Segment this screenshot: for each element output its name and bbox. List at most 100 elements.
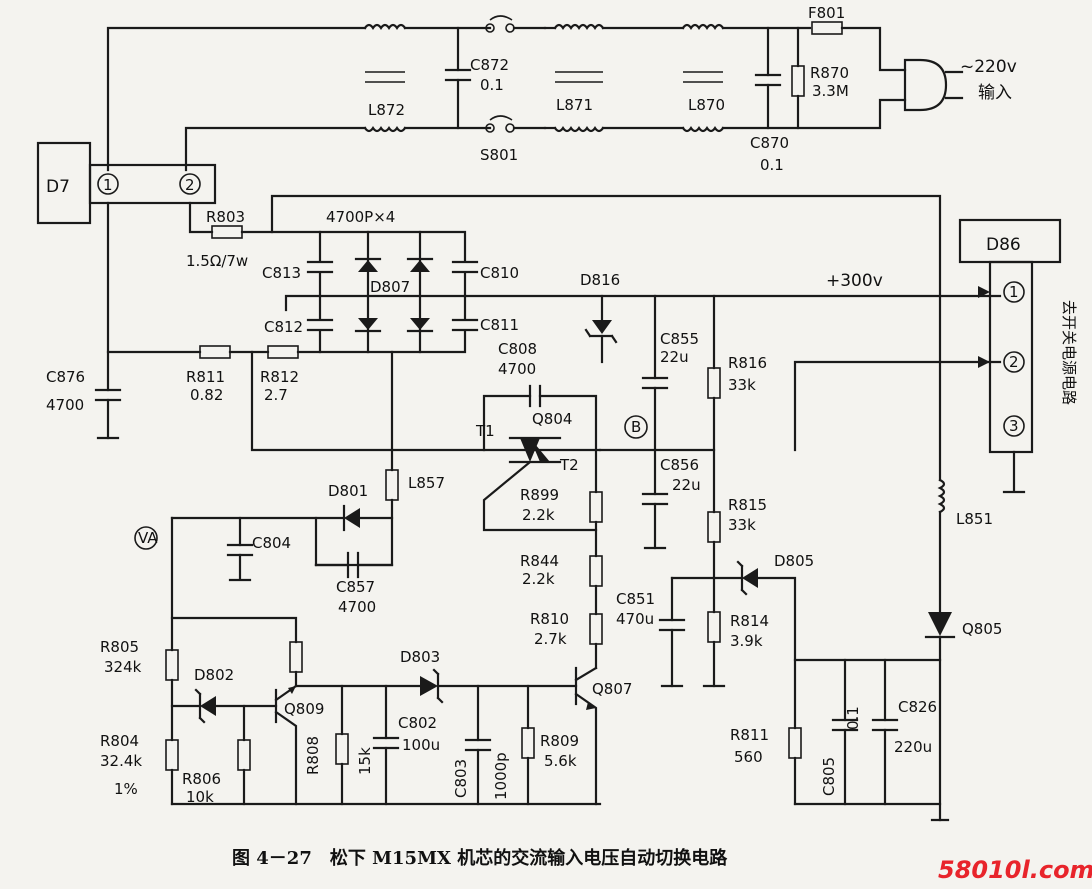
label-r814-value: 3.9k (730, 632, 763, 650)
label-r811b-value: 560 (734, 748, 763, 766)
d86-pin1: 1 (1009, 283, 1019, 301)
label-r805-value: 324k (104, 658, 142, 676)
label-q805: Q805 (962, 620, 1002, 638)
label-bridge-caps: 4700P×4 (326, 208, 395, 226)
label-r808: R808 (304, 736, 322, 775)
d86-pin2: 2 (1009, 353, 1019, 371)
label-d801: D801 (328, 482, 368, 500)
label-r815: R815 (728, 496, 767, 514)
label-l870: L870 (688, 96, 725, 114)
label-c804: C804 (252, 534, 291, 552)
d7-label: D7 (46, 177, 70, 197)
label-r812: R812 (260, 368, 299, 386)
label-r809-value: 5.6k (544, 752, 577, 770)
label-c803-value: 1000p (492, 752, 510, 800)
label-q807: Q807 (592, 680, 632, 698)
label-d803: D803 (400, 648, 440, 666)
label-c857-value: 4700 (338, 598, 376, 616)
fuse-f801 (811, 21, 843, 35)
label-r804-value: 32.4k (100, 752, 142, 770)
ac-plug-icon (903, 58, 948, 112)
label-l871: L871 (556, 96, 593, 114)
label-r803: R803 (206, 208, 245, 226)
ac-input-label: 输入 (978, 83, 1012, 103)
label-c872: C872 (470, 56, 509, 74)
bridge-rectifier (284, 230, 479, 354)
figure-caption: 图 4－27 松下 M15MX 机芯的交流输入电压自动切换电路 (232, 847, 728, 869)
label-s801: S801 (480, 146, 518, 164)
label-r804-tolerance: 1% (114, 780, 138, 798)
d7-pin2: 2 (185, 176, 195, 194)
label-l857: L857 (408, 474, 445, 492)
label-c851: C851 (616, 590, 655, 608)
label-r810-value: 2.7k (534, 630, 567, 648)
component-labels: F801 R870 3.3M C870 0.1 L870 L871 L872 C… (46, 4, 1078, 806)
d86-side-label: 去开关电源电路 (1060, 300, 1078, 405)
label-f801: F801 (808, 4, 845, 22)
label-c811: C811 (480, 316, 519, 334)
label-r811b: R811 (730, 726, 769, 744)
label-r804: R804 (100, 732, 139, 750)
label-c803: C803 (452, 759, 470, 798)
label-r809: R809 (540, 732, 579, 750)
label-r811a-value: 0.82 (190, 386, 223, 404)
label-c870: C870 (750, 134, 789, 152)
d86-label: D86 (986, 235, 1021, 255)
d86-pin3: 3 (1009, 417, 1019, 435)
rail-label: +300v (826, 271, 883, 291)
d7-block (36, 141, 217, 225)
label-c805: C805 (820, 757, 838, 796)
label-r808-value: 15k (356, 747, 374, 775)
label-r810: R810 (530, 610, 569, 628)
label-c826: C826 (898, 698, 937, 716)
input-filter-section (106, 15, 964, 172)
label-r870-value: 3.3M (812, 82, 849, 100)
label-q804: Q804 (532, 410, 572, 428)
label-c876-value: 4700 (46, 396, 84, 414)
node-b-label: B (631, 418, 641, 436)
label-q809: Q809 (284, 700, 324, 718)
label-c856-value: 22u (672, 476, 701, 494)
label-t2: T2 (559, 456, 579, 474)
label-l872: L872 (368, 101, 405, 119)
label-c805-value: 0.1 (844, 706, 862, 730)
label-t1: T1 (475, 422, 495, 440)
d7-pin1: 1 (103, 176, 113, 194)
label-r806: R806 (182, 770, 221, 788)
node-va-label: VA (138, 529, 158, 547)
label-l851: L851 (956, 510, 993, 528)
ac-input-voltage: ~220v (960, 57, 1017, 77)
label-r899-value: 2.2k (522, 506, 555, 524)
label-c856: C856 (660, 456, 699, 474)
triac-q804-icon (482, 436, 598, 532)
label-r805: R805 (100, 638, 139, 656)
label-c870-value: 0.1 (760, 156, 784, 174)
label-d807: D807 (370, 278, 410, 296)
label-c802-value: 100u (402, 736, 440, 754)
label-c810: C810 (480, 264, 519, 282)
label-r803-value: 1.5Ω/7w (186, 252, 248, 270)
label-r811a: R811 (186, 368, 225, 386)
label-d805: D805 (774, 552, 814, 570)
label-r815-value: 33k (728, 516, 756, 534)
label-c872-value: 0.1 (480, 76, 504, 94)
label-c813: C813 (262, 264, 301, 282)
label-c808-value: 4700 (498, 360, 536, 378)
label-r816-value: 33k (728, 376, 756, 394)
label-d802: D802 (194, 666, 234, 684)
label-r899: R899 (520, 486, 559, 504)
label-r844-value: 2.2k (522, 570, 555, 588)
d86-block (958, 218, 1062, 494)
label-c808: C808 (498, 340, 537, 358)
label-r806-value: 10k (186, 788, 214, 806)
label-r870: R870 (810, 64, 849, 82)
label-r816: R816 (728, 354, 767, 372)
label-c826-value: 220u (894, 738, 932, 756)
label-c855: C855 (660, 330, 699, 348)
label-r844: R844 (520, 552, 559, 570)
label-c802: C802 (398, 714, 437, 732)
label-c855-value: 22u (660, 348, 689, 366)
label-c851-value: 470u (616, 610, 654, 628)
label-c876: C876 (46, 368, 85, 386)
